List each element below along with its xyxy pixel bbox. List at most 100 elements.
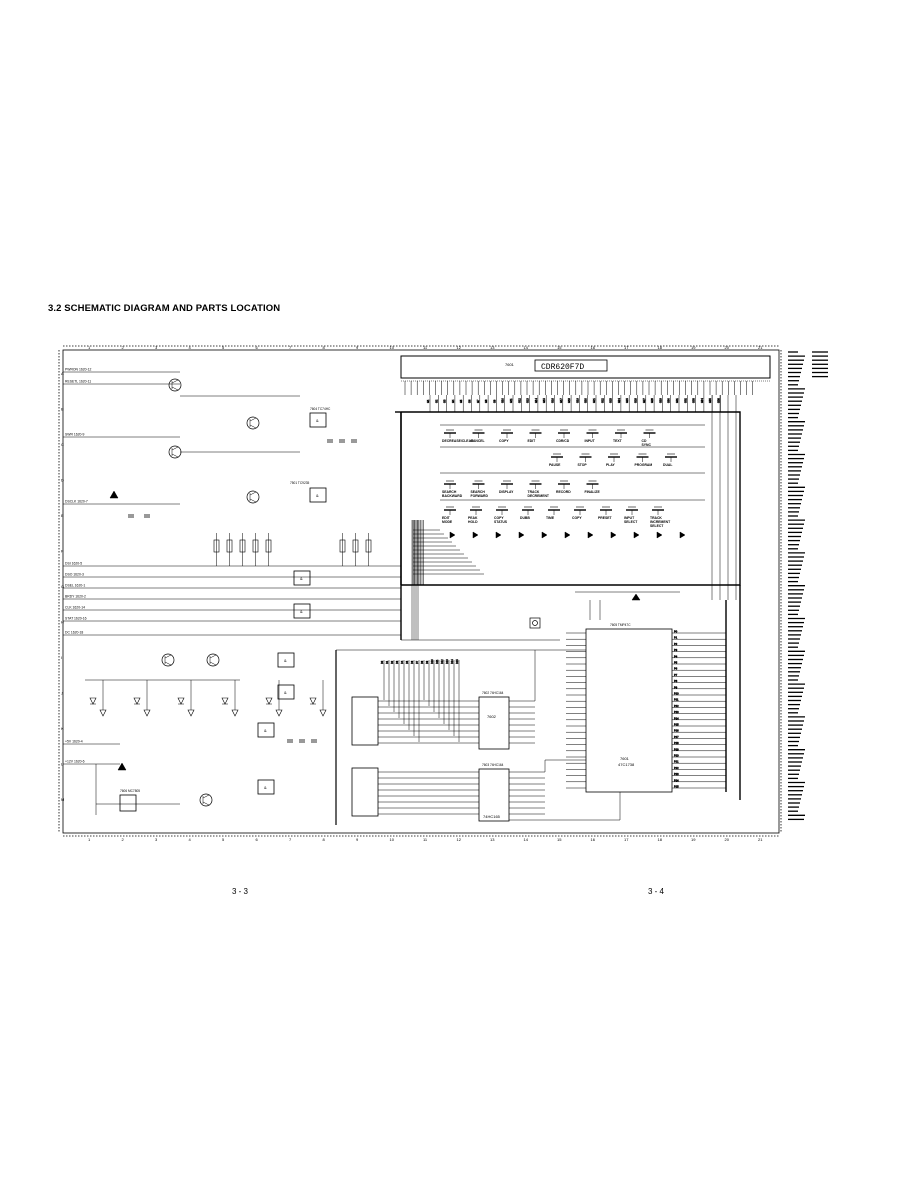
key-switch: STOP <box>578 453 592 467</box>
svg-text:P22: P22 <box>674 766 679 770</box>
grid-number-top: 4 <box>189 345 192 350</box>
page-number-right: 3 - 4 <box>648 887 665 896</box>
svg-text:TRACK: TRACK <box>650 516 662 520</box>
svg-text:D8: D8 <box>421 660 424 664</box>
key-switch: EDIT <box>528 429 542 443</box>
connector-label: DSO 1620-3 <box>65 573 84 577</box>
svg-text:COPY: COPY <box>572 516 582 520</box>
key-switch: DISPLAY <box>499 480 514 494</box>
svg-text:7601: 7601 <box>620 756 630 761</box>
svg-text:G8: G8 <box>485 399 488 403</box>
grid-letter-left: C <box>61 442 64 447</box>
grid-number-bottom: 13 <box>490 837 495 842</box>
svg-text:G12: G12 <box>518 398 521 403</box>
ic-label: 7603 74HC164 <box>482 763 504 767</box>
svg-text:G19: G19 <box>576 398 579 403</box>
svg-text:D0: D0 <box>381 660 384 664</box>
svg-text:FORWARD: FORWARD <box>471 494 489 498</box>
svg-text:G4: G4 <box>452 399 455 403</box>
svg-text:G9: G9 <box>493 399 496 403</box>
svg-text:G7: G7 <box>477 399 480 403</box>
svg-text:CD: CD <box>642 439 647 443</box>
svg-text:INPUT: INPUT <box>585 439 596 443</box>
key-switch: RECORD <box>556 480 571 494</box>
svg-text:&: & <box>300 609 303 614</box>
svg-text:D4: D4 <box>401 660 404 664</box>
microcontroller-pins: P0P1P2P3P4P5P6P7P8P9P10P11P12P13P14P15P1… <box>529 585 741 800</box>
connector-label: RESETL 1620-11 <box>65 380 91 384</box>
svg-text:&: & <box>300 576 303 581</box>
svg-text:P13: P13 <box>674 710 679 714</box>
svg-text:G23: G23 <box>610 398 613 403</box>
grid-number-bottom: 19 <box>691 837 696 842</box>
svg-text:G35: G35 <box>709 398 712 403</box>
display-part-label: CDR620F7D <box>541 363 584 372</box>
svg-text:P6: P6 <box>674 667 678 671</box>
svg-text:P18: P18 <box>674 741 679 745</box>
key-switch: TEXT <box>613 429 627 443</box>
svg-text:G22: G22 <box>601 398 604 403</box>
key-switch: COPY <box>499 429 513 443</box>
svg-text:BACKWARD: BACKWARD <box>442 494 463 498</box>
left-signal-wiring: &&&&&&&& <box>63 371 419 815</box>
grid-number-top: 10 <box>390 345 395 350</box>
svg-text:PRESET: PRESET <box>598 516 612 520</box>
svg-text:&: & <box>316 493 319 498</box>
key-switch: COPY <box>572 506 586 520</box>
svg-text:DECREASE/CLEAR: DECREASE/CLEAR <box>442 439 474 443</box>
svg-text:D1: D1 <box>386 660 389 664</box>
svg-text:P3: P3 <box>674 648 678 652</box>
svg-text:47C1738: 47C1738 <box>618 762 635 767</box>
grid-number-bottom: 9 <box>356 837 359 842</box>
grid-number-bottom: 11 <box>423 837 428 842</box>
svg-text:P9: P9 <box>674 685 678 689</box>
svg-text:SELECT: SELECT <box>650 524 664 528</box>
svg-text:G34: G34 <box>701 398 704 403</box>
key-switch: PROGRAM <box>635 453 653 467</box>
svg-text:D13: D13 <box>446 659 449 664</box>
svg-text:G16: G16 <box>552 398 555 403</box>
svg-text:G5: G5 <box>460 399 463 403</box>
svg-text:PEAK: PEAK <box>468 516 478 520</box>
grid-letter-left: G <box>61 584 64 589</box>
svg-text:CDR/CD: CDR/CD <box>556 439 570 443</box>
grid-number-top: 3 <box>155 345 158 350</box>
connector-label: DSCLK 1620-7 <box>65 500 88 504</box>
svg-text:G24: G24 <box>618 398 621 403</box>
svg-text:&: & <box>264 728 267 733</box>
svg-text:STOP: STOP <box>578 463 588 467</box>
key-switch: CANCEL <box>471 429 485 443</box>
grid-number-bottom: 10 <box>390 837 395 842</box>
svg-text:G10: G10 <box>502 398 505 403</box>
svg-text:SEARCH: SEARCH <box>471 490 486 494</box>
ic-label: 7606 MC7805 <box>120 789 140 793</box>
connector-label: PWRON 1620-12 <box>65 368 91 372</box>
grid-number-top: 14 <box>524 345 529 350</box>
grid-number-bottom: 1 <box>88 837 91 842</box>
svg-text:DUBB: DUBB <box>520 516 530 520</box>
svg-text:P4: P4 <box>674 654 678 658</box>
svg-text:INCREMENT: INCREMENT <box>650 520 671 524</box>
svg-text:D12: D12 <box>441 659 444 664</box>
connector-label: BRDY 1620-2 <box>65 595 86 599</box>
svg-text:G17: G17 <box>560 398 563 403</box>
svg-text:PROGRAM: PROGRAM <box>635 463 653 467</box>
svg-text:&: & <box>284 658 287 663</box>
svg-text:P23: P23 <box>674 772 679 776</box>
svg-text:D15: D15 <box>456 659 459 664</box>
connector-label: CLK 1620-14 <box>65 606 85 610</box>
svg-text:G6: G6 <box>469 399 472 403</box>
svg-text:D11: D11 <box>436 659 439 664</box>
grid-number-bottom: 7 <box>289 837 292 842</box>
grid-number-top: 13 <box>490 345 495 350</box>
grid-letter-left: A <box>61 371 64 376</box>
grid-number-bottom: 15 <box>557 837 562 842</box>
grid-number-top: 9 <box>356 345 359 350</box>
grid-number-top: 18 <box>658 345 663 350</box>
key-switch: CDR/CD <box>556 429 570 443</box>
